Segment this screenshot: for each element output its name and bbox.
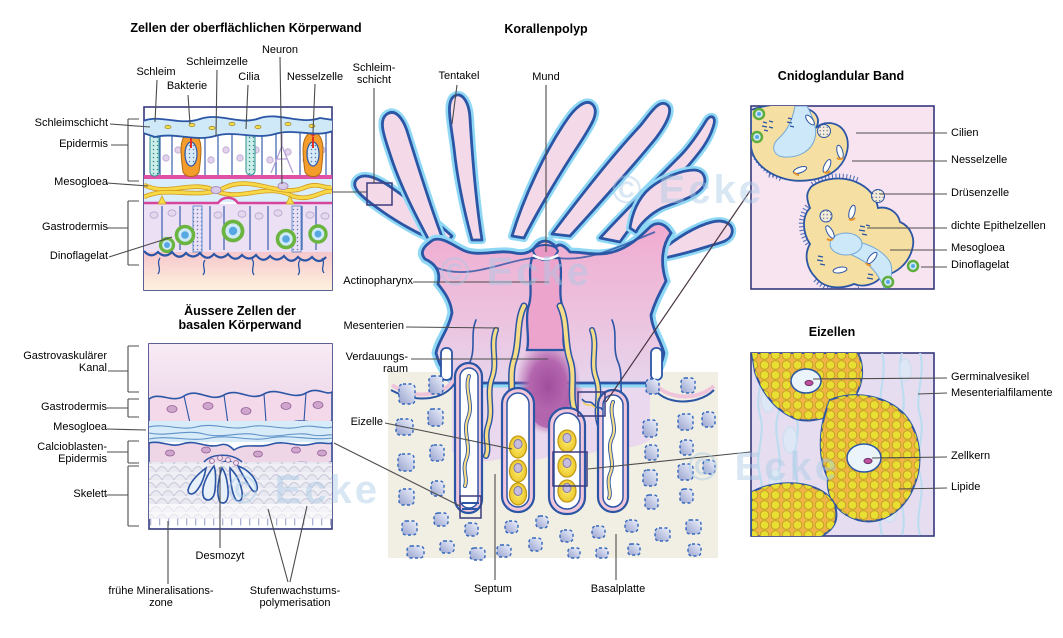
basal-wall-callout-box: [459, 495, 482, 519]
mesogloea-fibrils: [149, 424, 332, 440]
dinoflagellate-cells: [158, 219, 328, 254]
label-mesogloea-surface: Mesogloea: [54, 176, 108, 188]
cnidoglandular-callout-box: [577, 391, 606, 417]
basement-band: [144, 175, 332, 179]
label-skelett: Skelett: [73, 488, 107, 500]
label-schleimschicht: Schleimschicht: [34, 117, 108, 129]
nesselzelle-cell: [302, 133, 324, 177]
label-bakterie: Bakterie: [166, 80, 208, 92]
label-dinoflagelat-cnido: Dinoflagelat: [951, 259, 1010, 271]
label-verdauungsraum: Verdauungs- raum: [345, 351, 408, 376]
label-neuron: Neuron: [261, 44, 299, 56]
granular-strip: [192, 205, 203, 253]
eizellen-panel-title: Eizellen: [808, 325, 856, 339]
label-mund: Mund: [532, 71, 560, 83]
fiber-tips: [157, 195, 295, 205]
nerve-node: [210, 186, 222, 194]
bacteria: [164, 121, 316, 131]
oral-disc-line: [436, 231, 656, 273]
label-mesenterien: Mesenterien: [343, 320, 404, 332]
label-calcioblasten-epidermis: Calcioblasten- Epidermis: [37, 441, 107, 466]
mesogloea-fibers: [144, 181, 332, 201]
label-actinopharynx: Actinopharynx: [343, 275, 413, 287]
label-cilia: Cilia: [238, 71, 260, 83]
basal-wall-figure: [148, 343, 333, 530]
label-epidermis: Epidermis: [59, 138, 108, 150]
label-eizelle: Eizelle: [350, 416, 383, 428]
tentacles: [350, 90, 737, 262]
label-gastrodermis-basal: Gastrodermis: [40, 401, 107, 413]
label-desmozyt: Desmozyt: [195, 550, 245, 562]
polyp-title: Korallenpolyp: [504, 22, 588, 36]
label-gastrovaskulaerer-kanal: Gastrovaskulärer Kanal: [23, 350, 107, 375]
basal-panel-title: Äussere Zellen der basalen Körperwand: [178, 304, 302, 333]
callout-boxes: [366, 182, 606, 519]
label-dinoflagelat-surface: Dinoflagelat: [49, 250, 108, 262]
neuron-soma: [277, 182, 289, 190]
dense-epithelial-marks: [761, 117, 795, 132]
label-epithelzellen: dichte Epithelzellen: [951, 220, 1046, 232]
gastrodermis-nuclei: [149, 209, 330, 220]
surface-panel-title: Zellen der oberflächlichen Körperwand: [130, 21, 362, 35]
label-septum: Septum: [474, 583, 512, 595]
desmocyte: [187, 454, 259, 504]
leader-lines: [106, 56, 948, 584]
left-wall-slot: [440, 347, 453, 381]
gastrovascular-canal: [149, 344, 332, 400]
calcioblast-nuclei: [165, 446, 327, 458]
label-lipide: Lipide: [951, 481, 981, 493]
cnido-callout-content-yellow: [582, 401, 596, 409]
cnido-callout-content: [581, 398, 603, 411]
mouth-highlight: [532, 253, 559, 261]
cnidoglandular-band-figure: [750, 105, 935, 290]
basement-band-lower: [144, 196, 332, 205]
egg-cell-3: [751, 482, 838, 536]
granular-strip: [291, 205, 302, 253]
label-mesogloea-cnido: Mesogloea: [951, 242, 1005, 254]
label-germinalvesikel: Germinalvesikel: [951, 371, 1030, 383]
neuron-cell: [270, 134, 294, 174]
label-schleimschicht-polyp: Schleim- schicht: [352, 62, 396, 87]
label-nesselzelle: Nesselzelle: [286, 71, 344, 83]
label-cilien: Cilien: [951, 127, 979, 139]
basal-threads: [157, 257, 325, 276]
epidermis-cell-walls: [159, 131, 327, 175]
right-wall-slot: [650, 347, 663, 381]
gastrodermis-base-line: [144, 250, 327, 263]
surface-wall-figure: [143, 106, 333, 291]
coral-polyp-figure: [350, 90, 737, 561]
basal-gastrodermis-nuclei: [166, 401, 324, 415]
basal-callout-content: [462, 502, 479, 510]
label-zellkern: Zellkern: [951, 450, 991, 462]
cnido-lobe-lower: [798, 173, 920, 289]
mineralisation-fade: [149, 504, 332, 519]
label-stufenwachstum: Stufenwachstums- polymerisation: [249, 585, 341, 610]
schleimzelle-cells: [149, 132, 256, 177]
basal-gastrodermis-walls: [183, 392, 307, 425]
label-mesogloea-basal: Mesogloea: [53, 421, 107, 433]
label-nesselzelle-cnido: Nesselzelle: [951, 154, 1008, 166]
label-schleimzelle: Schleimzelle: [186, 56, 248, 68]
egg-cells: [508, 429, 577, 506]
label-mesenterialfilamente: Mesenterialfilamente: [951, 387, 1053, 399]
surface-wall-callout-box: [366, 182, 393, 206]
label-gastrodermis-surface: Gastrodermis: [41, 221, 108, 233]
label-schleim: Schleim: [136, 66, 176, 78]
mucus-layer: [144, 115, 332, 139]
eizellen-figure: [750, 352, 935, 537]
cnido-lobe-upper: [751, 106, 849, 182]
label-druesenzelle: Drüsenzelle: [951, 187, 1010, 199]
label-basalplatte: Basalplatte: [590, 583, 646, 595]
cnido-panel-title: Cnidoglandular Band: [777, 69, 905, 83]
eizellen-callout-box: [552, 451, 588, 487]
nesselzelle-cell: [180, 133, 202, 177]
egg-cell-2: [819, 394, 921, 523]
label-mineralisationszone: frühe Mineralisations- zone: [108, 585, 214, 610]
label-tentakel: Tentakel: [438, 70, 480, 82]
cnidoglandular-connector-line: [605, 190, 751, 403]
